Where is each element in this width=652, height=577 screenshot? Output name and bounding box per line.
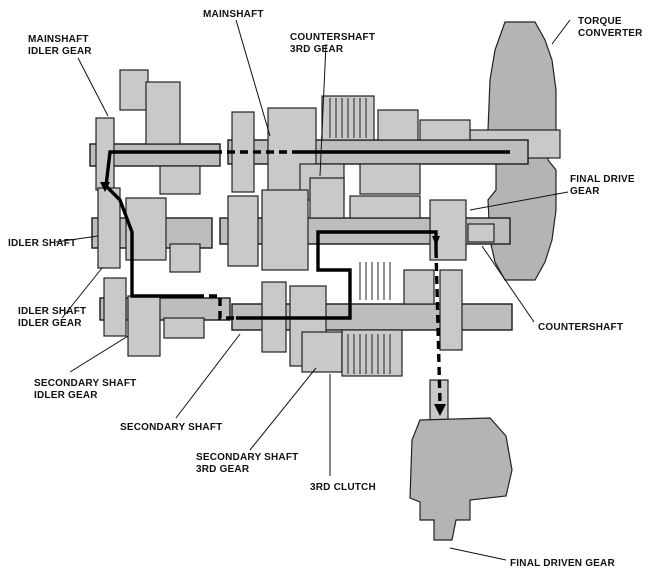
idler-shaft-lower bbox=[169, 243, 201, 273]
label-idler-shaft: IDLER SHAFT bbox=[8, 238, 76, 249]
countershaft-gear-b bbox=[261, 189, 309, 271]
idler-shaft-gear bbox=[97, 187, 121, 269]
mainshaft-idler-lower bbox=[159, 165, 201, 195]
countershaft-gear-a bbox=[227, 195, 259, 267]
mainshaft-idler-top bbox=[119, 69, 149, 111]
label-final-drive-gear-1: FINAL DRIVE bbox=[570, 174, 635, 185]
countershaft-end bbox=[467, 223, 495, 243]
mainshaft-hub bbox=[419, 119, 471, 141]
label-mainshaft: MAINSHAFT bbox=[203, 9, 264, 20]
label-countershaft-3rd-gear-1: COUNTERSHAFT bbox=[290, 32, 375, 43]
label-final-driven-gear: FINAL DRIVEN GEAR bbox=[510, 558, 615, 569]
power-flow-path bbox=[100, 150, 510, 416]
mainshaft-gear-c bbox=[377, 109, 419, 141]
label-final-drive-gear-2: GEAR bbox=[570, 186, 600, 197]
label-mainshaft-idler-gear-1: MAINSHAFT bbox=[28, 34, 89, 45]
label-torque-converter-1: TORQUE bbox=[578, 16, 622, 27]
label-countershaft-3rd-gear-2: 3RD GEAR bbox=[290, 44, 344, 55]
leader-lines bbox=[55, 19, 571, 561]
final-driven-gear bbox=[409, 417, 513, 541]
idler-shaft-idler-gear bbox=[103, 277, 127, 337]
label-secondary-shaft-idler-gear-2: IDLER GEAR bbox=[34, 390, 98, 401]
mainshaft-clutch-plates bbox=[329, 98, 367, 138]
mainshaft-lower-gear-b bbox=[359, 163, 421, 195]
label-mainshaft-idler-gear-2: IDLER GEAR bbox=[28, 46, 92, 57]
label-secondary-shaft-3rd-gear-2: 3RD GEAR bbox=[196, 464, 250, 475]
countershaft-hub bbox=[349, 195, 421, 219]
label-3rd-clutch: 3RD CLUTCH bbox=[310, 482, 376, 493]
label-secondary-shaft-3rd-gear-1: SECONDARY SHAFT bbox=[196, 452, 298, 463]
secondary-gear-c bbox=[439, 269, 463, 351]
label-secondary-shaft-idler-gear-1: SECONDARY SHAFT bbox=[34, 378, 136, 389]
upper-clutch-plates bbox=[359, 262, 391, 300]
label-idler-shaft-idler-gear-2: IDLER GEAR bbox=[18, 318, 82, 329]
label-secondary-shaft: SECONDARY SHAFT bbox=[120, 422, 222, 433]
secondary-shaft-idler-gear bbox=[127, 295, 161, 357]
secondary-idler-lower bbox=[163, 317, 205, 339]
label-idler-shaft-idler-gear-1: IDLER SHAFT bbox=[18, 306, 86, 317]
label-countershaft: COUNTERSHAFT bbox=[538, 322, 623, 333]
secondary-shaft-3rd-gear bbox=[301, 331, 343, 373]
mainshaft-idler-body bbox=[145, 81, 181, 145]
secondary-upper-gear bbox=[403, 269, 435, 305]
countershaft-3rd-gear bbox=[309, 177, 345, 219]
label-torque-converter-2: CONVERTER bbox=[578, 28, 643, 39]
third-clutch-plates bbox=[347, 334, 391, 374]
